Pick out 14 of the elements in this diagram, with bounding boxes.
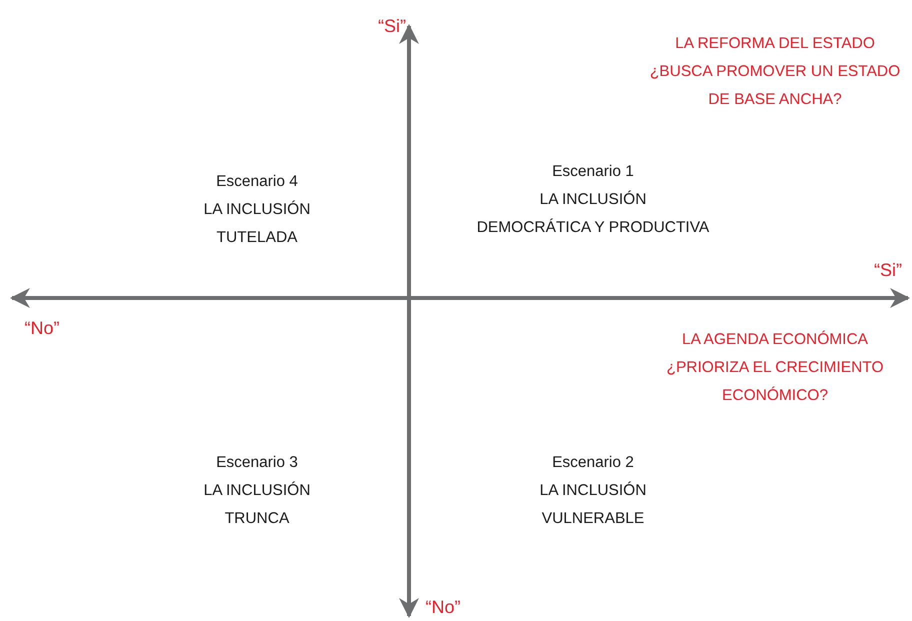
axis-answer-label: “No” [24,317,60,340]
scenario-title: Escenario 3 [216,453,298,473]
axis-answer-label: “No” [426,596,460,619]
scenario-name: LA INCLUSIÓN DEMOCRÁTICA Y PRODUCTIVA [476,190,710,238]
scenario-name: LA INCLUSIÓN TRUNCA [204,480,310,529]
scenario-title: Escenario 1 [552,162,634,182]
axis-question: LA AGENDA ECONÓMICA ¿PRIORIZA EL CRECIMIENTO ECONÓMICO? [666,330,884,406]
scenario-title: Escenario 2 [552,453,634,473]
scenario-title: Escenario 4 [216,172,298,192]
scenario-name: LA INCLUSIÓN TUTELADA [204,200,310,248]
axis-question: LA REFORMA DEL ESTADO ¿BUSCA PROMOVER UN ESTADO DE BASE ANCHA? [650,34,900,110]
scenario-name: LA INCLUSIÓN VULNERABLE [540,480,646,529]
axis-answer-label: “Si” [874,259,902,282]
axis-answer-label: “Si” [378,15,406,38]
